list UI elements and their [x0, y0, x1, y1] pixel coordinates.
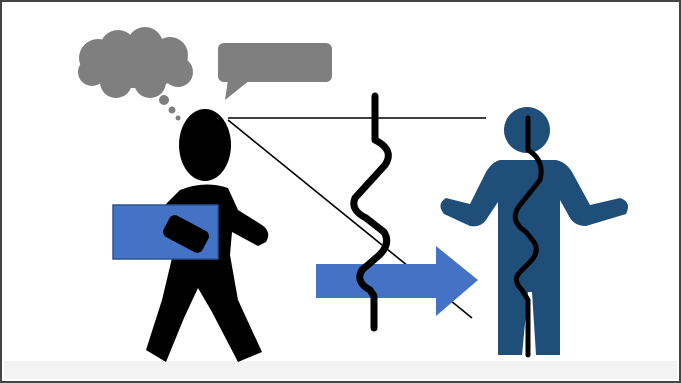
speech-bubble-icon — [218, 43, 332, 100]
thought-bubble-icon — [78, 27, 193, 121]
standing-person-icon — [440, 107, 628, 355]
person-left-head — [179, 109, 231, 181]
box-icon — [113, 205, 218, 259]
